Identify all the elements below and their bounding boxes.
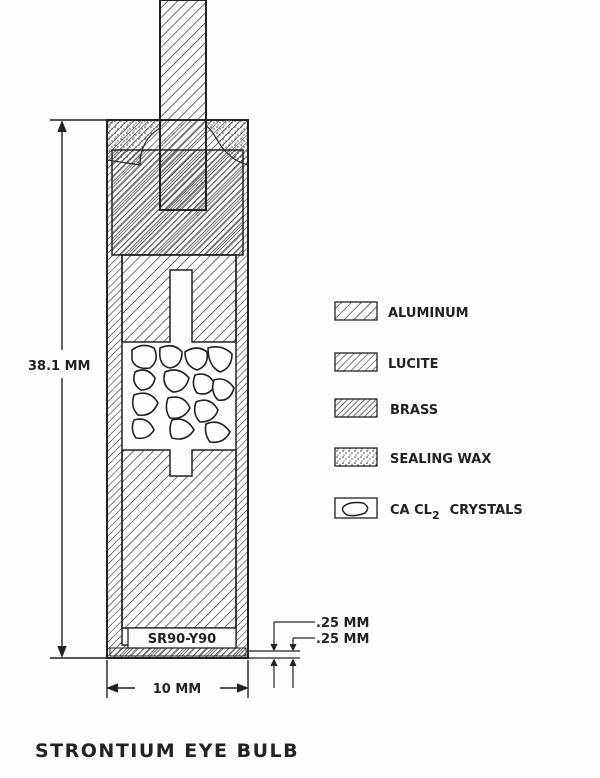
legend-swatch-sealing-wax [334, 447, 378, 467]
legend-swatch-brass [334, 398, 378, 418]
legend-swatch-aluminum [334, 301, 378, 321]
width-dimension [106, 660, 249, 698]
width-label: 10 MM [153, 682, 202, 697]
foil-thickness-label: .25 MM [316, 632, 369, 647]
legend: ALUMINUM LUCITE BRASS SEALING WAX CA CL2… [334, 301, 523, 522]
legend-swatch-lucite [334, 352, 378, 372]
diagram-title: STRONTIUM EYE BULB [35, 740, 299, 762]
crystal-icon [341, 501, 369, 517]
height-label: 38.1 MM [28, 359, 90, 374]
calcium-chloride-crystals [131, 344, 235, 444]
lower-aluminum-block [121, 449, 237, 629]
legend-label-brass: BRASS [390, 403, 438, 418]
sealing-wax-right [205, 119, 249, 166]
legend-label-lucite: LUCITE [388, 357, 439, 372]
thickness-dimensions [248, 621, 315, 688]
upper-aluminum-block [121, 254, 237, 343]
height-dimension [50, 119, 107, 659]
window-layer [109, 647, 247, 657]
source-label: SR90-Y90 [148, 632, 216, 647]
mounting-rod [159, 0, 207, 211]
window-thickness-label: .25 MM [316, 616, 369, 631]
legend-label-sealing-wax: SEALING WAX [390, 452, 491, 467]
legend-label-aluminum: ALUMINUM [388, 306, 469, 321]
